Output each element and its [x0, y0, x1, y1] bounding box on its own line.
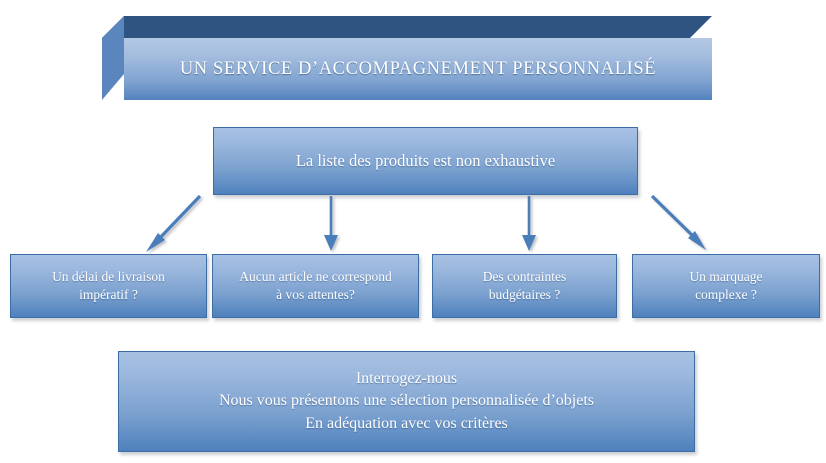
- question-line-1: Aucun article ne correspond: [239, 269, 392, 285]
- question-box-delai-livraison: Un délai de livraison impératif ?: [10, 254, 207, 318]
- banner-top-face: [102, 16, 712, 38]
- question-line-2: budgétaires ?: [488, 287, 561, 302]
- banner-front-face: UN SERVICE D’ACCOMPAGNEMENT PERSONNALISÉ: [124, 38, 712, 100]
- main-statement-text: La liste des produits est non exhaustive: [295, 151, 556, 171]
- conclusion-line-3: En adéquation avec vos critères: [305, 414, 508, 432]
- arrow-to-article: [324, 196, 338, 251]
- question-box-contraintes-budgetaires: Des contraintes budgétaires ?: [432, 254, 617, 318]
- conclusion-line-2: Nous vous présentons une sélection perso…: [218, 392, 595, 410]
- question-line-2: complexe ?: [695, 287, 757, 302]
- banner-title-text: UN SERVICE D’ACCOMPAGNEMENT PERSONNALISÉ: [179, 58, 657, 79]
- conclusion-line-1: Interrogez-nous: [355, 370, 458, 388]
- arrow-to-marquage: [650, 194, 706, 250]
- conclusion-box: Interrogez-nous Nous vous présentons une…: [118, 351, 695, 452]
- banner-3d-shape: [102, 16, 712, 100]
- arrow-to-budget: [522, 196, 536, 251]
- arrow-to-delai: [146, 194, 202, 252]
- question-box-text: Aucun article ne correspond à vos attent…: [233, 268, 398, 303]
- question-box-text: Un délai de livraison impératif ?: [46, 268, 171, 303]
- question-line-2: à vos attentes?: [276, 287, 355, 302]
- conclusion-text: Interrogez-nous Nous vous présentons une…: [213, 368, 600, 434]
- question-line-1: Des contraintes: [482, 269, 567, 285]
- question-box-text: Un marquage complexe ?: [683, 268, 768, 303]
- question-line-2: impératif ?: [79, 287, 138, 302]
- question-line-1: Un marquage: [689, 269, 763, 285]
- question-box-text: Des contraintes budgétaires ?: [477, 268, 573, 303]
- question-box-marquage-complexe: Un marquage complexe ?: [632, 254, 820, 318]
- banner-left-face: [102, 16, 124, 100]
- main-statement-box: La liste des produits est non exhaustive: [213, 127, 638, 195]
- title-banner: UN SERVICE D’ACCOMPAGNEMENT PERSONNALISÉ: [102, 12, 712, 100]
- question-box-aucun-article: Aucun article ne correspond à vos attent…: [212, 254, 419, 318]
- question-line-1: Un délai de livraison: [52, 269, 165, 285]
